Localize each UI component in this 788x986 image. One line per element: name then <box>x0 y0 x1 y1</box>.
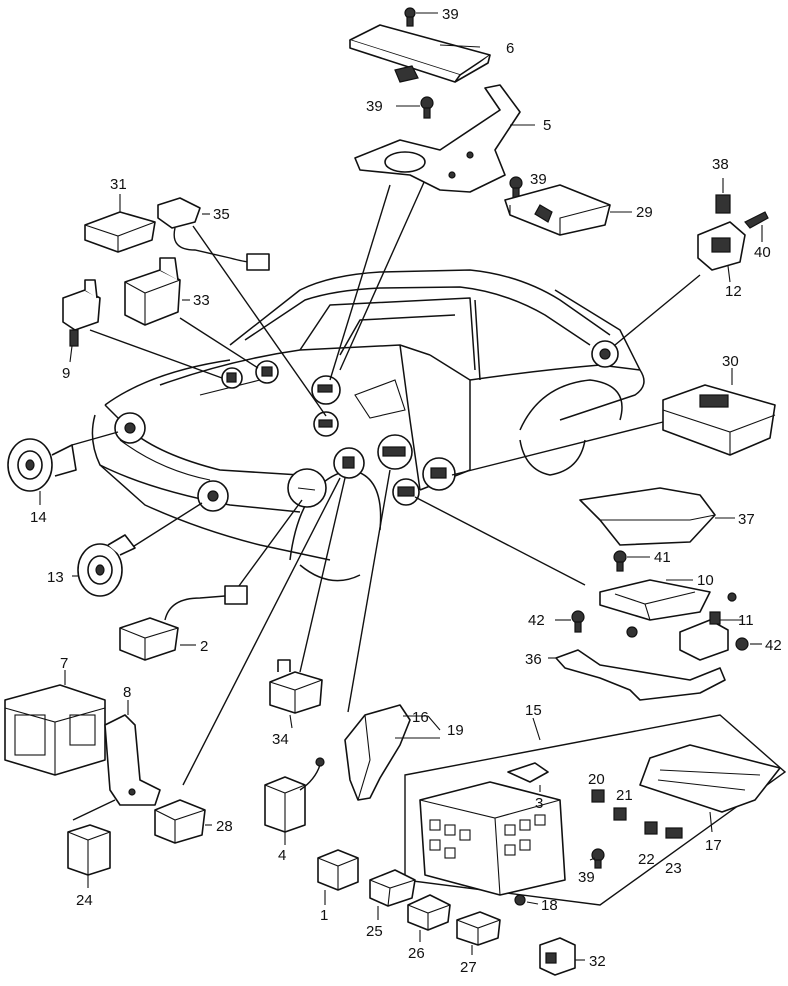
car-locator-markers <box>114 340 619 512</box>
part-26-relay <box>407 894 451 942</box>
label-27: 27 <box>460 959 477 976</box>
label-28: 28 <box>216 818 233 835</box>
label-39: 39 <box>530 171 547 188</box>
label-7: 7 <box>60 655 68 672</box>
label-42: 42 <box>528 612 545 629</box>
label-39: 39 <box>578 869 595 886</box>
part-7-ecu <box>4 670 106 776</box>
part-39-screw-top <box>404 7 438 27</box>
label-39: 39 <box>442 6 459 23</box>
label-38: 38 <box>712 156 729 173</box>
label-16: 16 <box>412 709 429 726</box>
label-17: 17 <box>705 837 722 854</box>
part-29-unit <box>504 176 632 236</box>
label-11: 11 <box>738 612 754 629</box>
label-30: 30 <box>722 353 739 370</box>
part-30-control-unit <box>662 368 776 456</box>
label-20: 20 <box>588 771 605 788</box>
part-34-relay <box>269 659 323 729</box>
label-26: 26 <box>408 945 425 962</box>
part-2-solenoid <box>119 585 248 661</box>
label-25: 25 <box>366 923 383 940</box>
part-35-sensor <box>157 197 270 271</box>
label-34: 34 <box>272 731 289 748</box>
part-6-cover <box>349 24 491 83</box>
label-39: 39 <box>366 98 383 115</box>
label-5: 5 <box>543 117 551 134</box>
part-41-screw <box>613 550 650 572</box>
label-32: 32 <box>589 953 606 970</box>
part-37-plate <box>579 487 735 546</box>
label-29: 29 <box>636 204 653 221</box>
part-32-sensor <box>539 937 585 976</box>
part-10-control-box <box>599 579 737 621</box>
part-15-fusebox-group <box>404 714 787 906</box>
label-3: 3 <box>535 795 543 812</box>
label-31: 31 <box>110 176 127 193</box>
label-8: 8 <box>123 684 131 701</box>
label-15: 15 <box>525 702 542 719</box>
part-24-relay <box>67 824 111 888</box>
callout-labels: 39 6 39 5 39 29 38 40 12 31 35 33 9 30 1… <box>30 6 782 976</box>
part-25-relay <box>369 869 416 920</box>
part-16-19-bracket <box>344 704 441 801</box>
part-8-bracket <box>104 700 161 806</box>
label-42: 42 <box>765 637 782 654</box>
part-4-relay <box>264 757 325 845</box>
label-10: 10 <box>697 572 714 589</box>
part-5-bracket <box>354 84 535 193</box>
car-body <box>91 269 645 582</box>
label-36: 36 <box>525 651 542 668</box>
label-12: 12 <box>725 283 742 300</box>
label-22: 22 <box>638 851 655 868</box>
part-1-relay <box>317 849 359 905</box>
label-18: 18 <box>541 897 558 914</box>
label-23: 23 <box>665 860 682 877</box>
part-36-bracket <box>548 649 726 701</box>
label-9: 9 <box>62 365 70 382</box>
label-13: 13 <box>47 569 64 586</box>
label-35: 35 <box>213 206 230 223</box>
label-37: 37 <box>738 511 755 528</box>
part-11-bracket <box>555 610 762 661</box>
label-2: 2 <box>200 638 208 655</box>
label-21: 21 <box>616 787 633 804</box>
part-9-relay <box>62 279 101 363</box>
label-14: 14 <box>30 509 47 526</box>
part-31-module <box>84 194 156 253</box>
part-27-relay <box>456 911 501 955</box>
part-28-relay <box>154 799 212 844</box>
label-33: 33 <box>193 292 210 309</box>
label-24: 24 <box>76 892 93 909</box>
label-19: 19 <box>447 722 464 739</box>
part-14-horn <box>7 438 77 505</box>
part-12-38-40 <box>697 178 769 283</box>
part-33-relay <box>124 257 190 326</box>
label-1: 1 <box>320 907 328 924</box>
part-13-horn <box>72 534 136 597</box>
label-4: 4 <box>278 847 286 864</box>
part-39-screw-second <box>396 96 434 119</box>
leader-lines <box>71 179 701 821</box>
label-40: 40 <box>754 244 771 261</box>
label-6: 6 <box>506 40 514 57</box>
label-41: 41 <box>654 549 671 566</box>
